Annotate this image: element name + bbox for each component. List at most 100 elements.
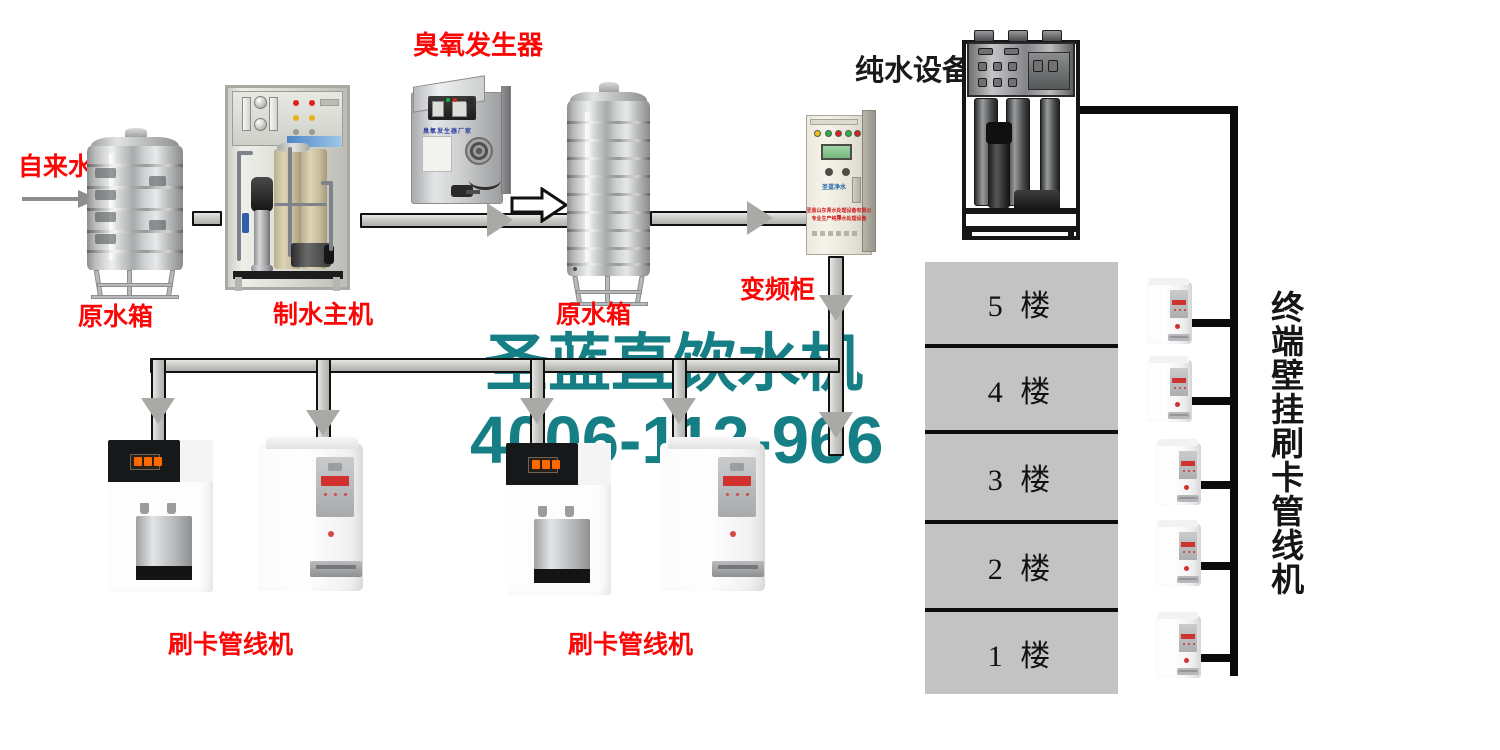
pressure-gauge-bottom: [254, 118, 267, 131]
dispense-button[interactable]: [730, 531, 736, 537]
pure-water-equipment: [962, 30, 1080, 240]
faucet-left[interactable]: [538, 506, 547, 517]
flow-arrow-downcomer-1: [819, 295, 853, 321]
display-digits: [134, 457, 162, 466]
dispense-button[interactable]: [1184, 485, 1189, 490]
cabinet-footer-text: [812, 231, 857, 236]
outlet-bend: [321, 181, 333, 185]
cabinet-top-trim: [810, 119, 858, 125]
high-pressure-pump: [988, 128, 1010, 208]
label-tap-water: 自来水: [18, 153, 94, 181]
card-reader-strip: [1181, 542, 1195, 547]
gauge-1: [1033, 60, 1043, 72]
rack-base: [964, 226, 1078, 232]
drip-tray: [310, 561, 362, 577]
flow-arrow-drop-4: [662, 398, 696, 424]
cabinet-red-text-2: 专业生产纯净水处理设备: [811, 216, 867, 222]
panel-logo: [328, 463, 342, 471]
flow-arrow-drop-2: [306, 410, 340, 436]
floor-divider-5: [925, 344, 1118, 348]
card-reader-strip: [1181, 461, 1195, 466]
dispense-button[interactable]: [1175, 324, 1180, 329]
selector-knob-left[interactable]: [825, 168, 833, 176]
power-cord: [469, 170, 501, 190]
vfd-cabinet: 圣蓝净水 圣蓝山东青水处理设备有限公司 专业生产纯净水处理设备: [806, 110, 876, 255]
cabinet-logo: 圣蓝净水: [822, 185, 847, 191]
tank-drain: [573, 267, 577, 271]
tray-grille: [316, 565, 356, 569]
cooling-fan: [465, 137, 493, 165]
wall-terminal-floor-4[interactable]: [1146, 356, 1192, 422]
dispense-button[interactable]: [1175, 402, 1180, 407]
selector-knob-right[interactable]: [842, 168, 850, 176]
tray-grille: [1179, 670, 1197, 672]
head-valve-4: [978, 78, 987, 87]
membrane-port-1: [974, 30, 994, 42]
floor-divider-4: [925, 430, 1118, 434]
tray-grille: [718, 565, 758, 569]
dispense-button[interactable]: [328, 531, 334, 537]
wall-terminal-floor-3[interactable]: [1155, 439, 1201, 505]
label-card-line-machine-2: 刷卡管线机: [568, 631, 694, 659]
faucet-left[interactable]: [140, 503, 149, 514]
vessel-riser: [288, 147, 292, 257]
pump-motor-top: [986, 122, 1012, 144]
card-reader-strip: [1172, 378, 1186, 383]
indicator-amber-2: [309, 115, 315, 121]
machine-foot-right: [333, 277, 340, 291]
card-line-machine-2a[interactable]: [506, 443, 611, 595]
machine-foot-left: [235, 277, 242, 291]
panel-logo: [730, 463, 744, 471]
vessel-band: [274, 203, 327, 206]
lamp-green-2: [845, 130, 852, 137]
pipe-tank2-to-vfd: [650, 211, 810, 226]
flow-arrow-drop-1: [141, 398, 175, 424]
head-label-2: [1004, 48, 1019, 55]
wall-terminal-floor-2[interactable]: [1155, 520, 1201, 586]
head-valve-1: [978, 62, 987, 71]
cabinet-lcd-display[interactable]: [821, 144, 852, 160]
ozone-injection-arrow: [510, 187, 568, 223]
floor-1: 1 楼: [925, 612, 1118, 694]
floor-5: 5 楼: [925, 262, 1118, 344]
faucet-right[interactable]: [565, 506, 574, 517]
floor-divider-2: [925, 608, 1118, 612]
label-raw-water-tank-1: 原水箱: [78, 303, 154, 331]
wall-terminal-floor-1[interactable]: [1155, 612, 1201, 678]
blue-tank: [242, 213, 249, 233]
basin-drain: [534, 569, 590, 583]
indicator-green: [446, 98, 450, 102]
label-pure-water-equipment: 纯水设备: [855, 55, 972, 87]
tray-grille: [1170, 336, 1188, 338]
label-raw-water-tank-2: 原水箱: [556, 301, 632, 329]
vessel-cap: [277, 143, 310, 152]
floor-3: 3 楼: [925, 434, 1118, 520]
card-line-machine-1b[interactable]: [258, 437, 363, 591]
tank-cap: [599, 82, 619, 93]
dispenser-top-cap: [266, 437, 358, 449]
branch-floor-4: [1186, 397, 1234, 405]
dispense-button[interactable]: [1184, 566, 1189, 571]
panel-decal: [287, 136, 341, 147]
faucet-right[interactable]: [167, 503, 176, 514]
plug-prongs: [466, 190, 480, 194]
pipe-tank1-to-ro: [192, 211, 222, 226]
lamp-green-1: [825, 130, 832, 137]
raw-water-tank-1: [87, 128, 183, 299]
indicator-red-1: [293, 100, 299, 106]
terminal-top-cap: [1158, 520, 1198, 527]
drip-tray: [712, 561, 764, 577]
flow-meter-right: [269, 97, 278, 131]
lamp-red-2: [854, 130, 861, 137]
cabinet-vent: [852, 177, 861, 203]
generator-right-face: [501, 86, 511, 194]
indicator-red: [453, 98, 457, 102]
generator-brand-text: 臭氧发生器厂家: [423, 129, 473, 135]
card-line-machine-2b[interactable]: [660, 437, 765, 591]
card-line-machine-1a[interactable]: [108, 440, 213, 592]
power-plug: [451, 185, 473, 197]
terminal-top-cap: [1149, 356, 1189, 363]
dispense-button[interactable]: [1184, 658, 1189, 663]
wall-terminal-floor-5[interactable]: [1146, 278, 1192, 344]
dispenser-right-panel: [180, 440, 213, 482]
